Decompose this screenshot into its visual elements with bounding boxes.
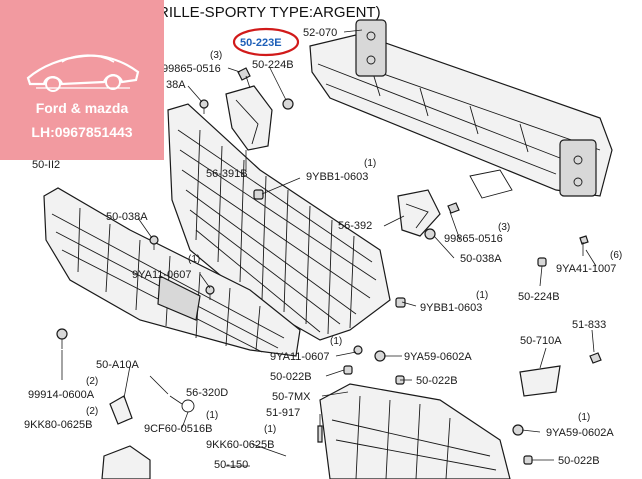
label-56-320d: 56-320D — [186, 387, 228, 399]
label-56-392: 56-392 — [338, 220, 372, 232]
label-9ya11-0607-left: 9YA11-0607 — [132, 269, 192, 281]
air-duct-lower-left — [101, 375, 195, 479]
contact-phone: LH:0967851443 — [31, 124, 133, 140]
label-50-022b-b: 50-022B — [416, 375, 458, 387]
label-52-070: 52-070 — [303, 27, 337, 39]
highlight-circle — [232, 27, 300, 57]
qty-3-b: (3) — [498, 222, 510, 233]
clip-icon — [56, 328, 68, 349]
qty-2-a: (2) — [86, 376, 98, 387]
nut-icon — [537, 257, 547, 267]
qty-1-f: (1) — [578, 412, 590, 423]
qty-1-a: (1) — [364, 158, 376, 169]
clip-icon — [199, 99, 209, 114]
label-9kk60-0625b: 9KK60-0625B — [206, 439, 275, 451]
brand-name: Ford & mazda — [35, 100, 129, 116]
label-50-ii2: 50-II2 — [32, 159, 60, 171]
clip-icon — [282, 98, 294, 110]
front-grille — [167, 103, 391, 341]
qty-1-d: (1) — [330, 336, 342, 347]
bolt-icon — [447, 202, 460, 214]
label-9ybb1-0603-top: 9YBB1-0603 — [306, 171, 368, 183]
bolt-icon — [237, 67, 251, 89]
nut-icon — [253, 189, 264, 200]
leader-lines — [61, 29, 597, 467]
label-56-391b: 56-391B — [206, 168, 248, 180]
label-51-833: 51-833 — [572, 319, 606, 331]
bracket-56-392 — [397, 189, 441, 237]
nut-icon — [523, 455, 533, 465]
label-50-022b-c: 50-022B — [558, 455, 600, 467]
label-51-917: 51-917 — [266, 407, 300, 419]
label-50-7mx: 50-7MX — [272, 391, 311, 403]
nut-icon — [343, 365, 353, 375]
label-50-038a-mid: 50-038A — [460, 253, 502, 265]
label-50-150: 50-150 — [214, 459, 248, 471]
label-9ya59-0602a-mid: 9YA59-0602A — [404, 351, 472, 363]
qty-3-a: (3) — [210, 50, 222, 61]
qty-1-c: (1) — [476, 290, 488, 301]
lower-bumper-assembly — [319, 365, 561, 479]
label-9kk80-0625b: 9KK80-0625B — [24, 419, 93, 431]
highlight-part-label: 50-223E — [240, 37, 282, 49]
label-50-038a-left: 50-038A — [106, 211, 148, 223]
label-99914-0600a: 99914-0600A — [28, 389, 95, 401]
bolt-icon — [579, 235, 589, 256]
bolt-icon — [589, 352, 602, 364]
clip-icon — [205, 285, 215, 300]
label-50-022b-a: 50-022B — [270, 371, 312, 383]
label-9ybb1-0603-mid: 9YBB1-0603 — [420, 302, 482, 314]
fasteners — [56, 67, 602, 465]
clip-icon — [353, 345, 363, 355]
sports-car-logo-icon — [26, 54, 140, 92]
bracket-56-391b — [225, 85, 273, 151]
clip-icon — [424, 228, 436, 240]
qty-1-g: (1) — [264, 424, 276, 435]
diagram-title: RILLE-SPORTY TYPE:ARGENT) — [158, 4, 381, 21]
bolt-icon — [317, 425, 323, 443]
qty-1-e: (1) — [206, 410, 218, 421]
label-50-224b-top: 50-224B — [252, 59, 294, 71]
bumper-reinforcement — [309, 19, 613, 199]
label-50-710a: 50-710A — [520, 335, 562, 347]
label-50-224b-right: 50-224B — [518, 291, 560, 303]
label-38a-top: 38A — [166, 79, 186, 91]
label-9cf60-0516b: 9CF60-0516B — [144, 423, 213, 435]
label-9ya59-0602a-low: 9YA59-0602A — [546, 427, 614, 439]
qty-2-b: (2) — [86, 406, 98, 417]
clip-icon — [374, 350, 386, 362]
label-50-a10a: 50-A10A — [96, 359, 139, 371]
qty-6: (6) — [610, 250, 622, 261]
label-9ya41-1007: 9YA41-1007 — [556, 263, 616, 275]
bumper-fascia — [43, 187, 301, 357]
qty-1-b: (1) — [188, 254, 200, 265]
label-99865-0516-top: 99865-0516 — [162, 63, 221, 75]
clip-icon — [512, 424, 524, 436]
promo-banner: Ford & mazda LH:0967851443 — [0, 0, 164, 160]
label-9ya11-0607-mid: 9YA11-0607 — [270, 351, 330, 363]
label-99865-0516-mid: 99865-0516 — [444, 233, 503, 245]
